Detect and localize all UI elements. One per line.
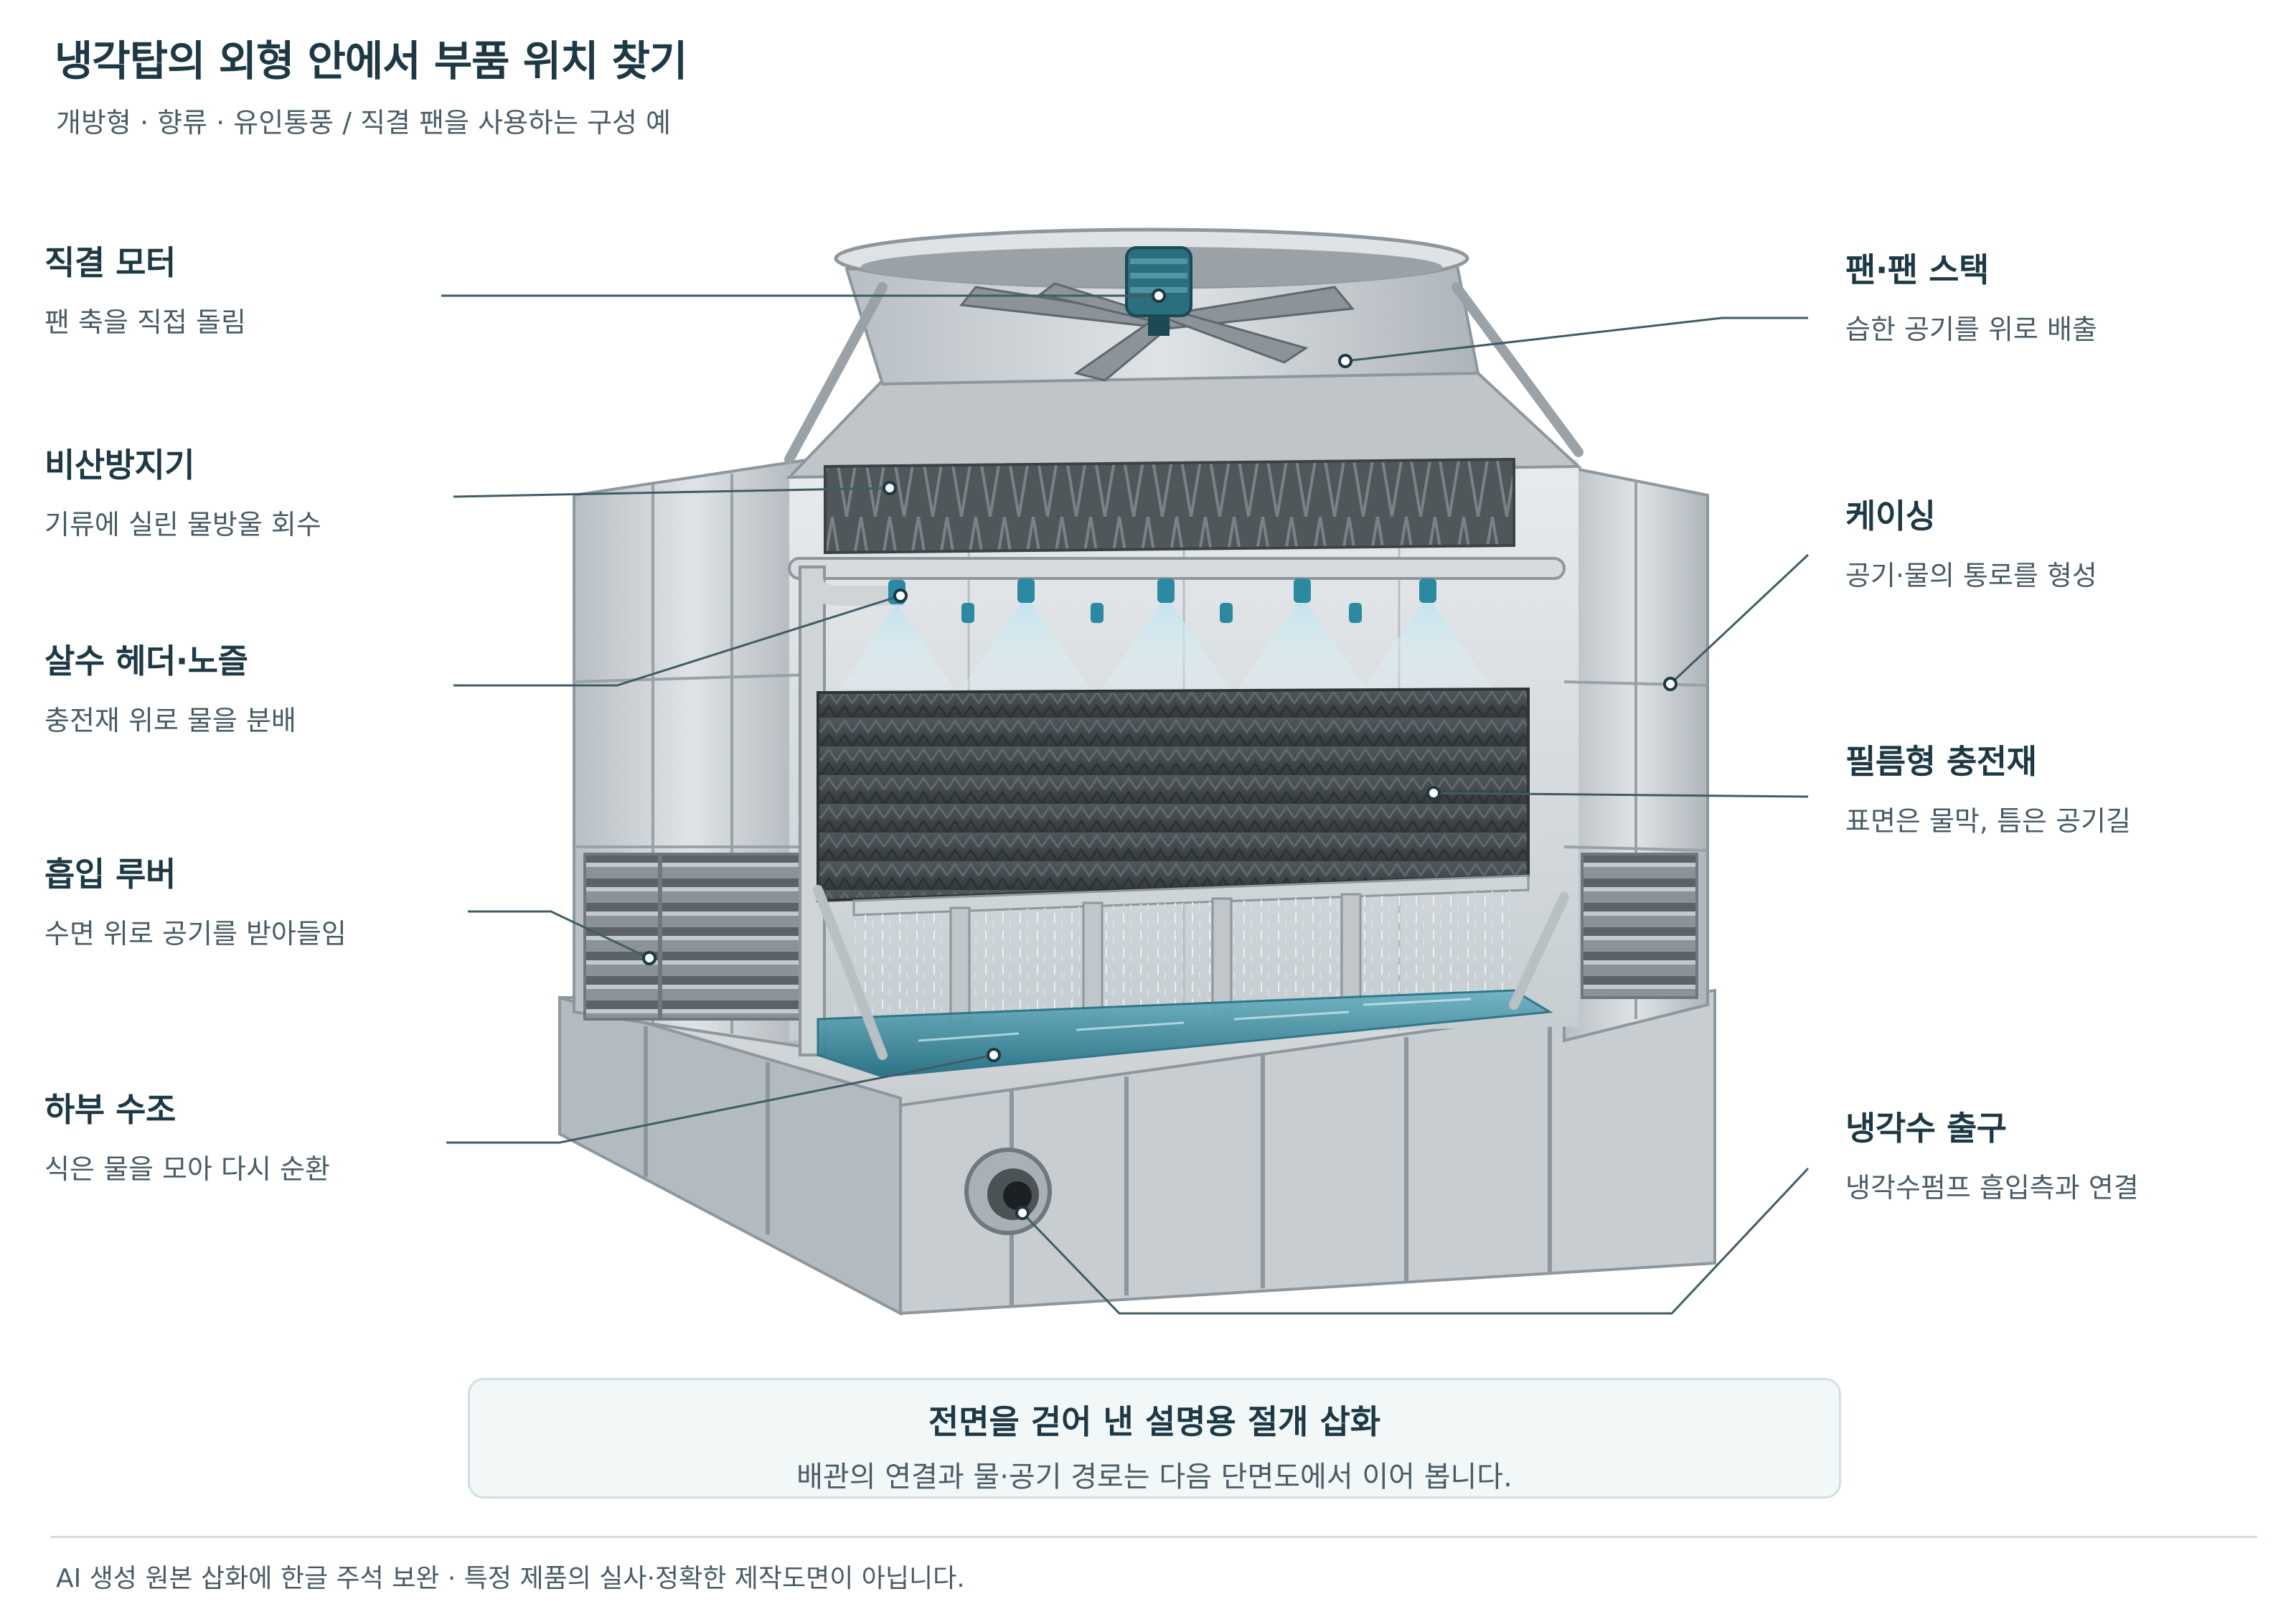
label-casing: 케이싱 공기·물의 통로를 형성	[1845, 490, 2097, 593]
footer-divider	[50, 1536, 2257, 1538]
label-louver-desc: 수면 위로 공기를 받아들임	[44, 918, 347, 950]
note-text: 배관의 연결과 물·공기 경로는 다음 단면도에서 이어 봅니다.	[796, 1461, 1512, 1494]
label-fill-desc: 표면은 물막, 틈은 공기길	[1845, 805, 2131, 837]
page-subtitle: 개방형 · 향류 · 유인통풍 / 직결 팬을 사용하는 구성 예	[56, 107, 671, 139]
label-basin: 하부 수조 식은 물을 모아 다시 순환	[44, 1084, 330, 1186]
label-eliminator: 비산방지기 기류에 실린 물방울 회수	[44, 439, 321, 542]
label-motor-desc: 팬 축을 직접 돌림	[44, 306, 246, 338]
label-outlet: 냉각수 출구 냉각수펌프 흡입측과 연결	[1845, 1102, 2139, 1205]
label-spray: 살수 헤더·노즐 충전재 위로 물을 분배	[44, 635, 296, 738]
page-title: 냉각탑의 외형 안에서 부품 위치 찾기	[55, 37, 687, 85]
label-basin-desc: 식은 물을 모아 다시 순환	[44, 1153, 330, 1185]
leader-eliminator	[453, 487, 890, 498]
leader-louver	[468, 910, 650, 960]
leader-basin	[446, 1054, 994, 1144]
leader-casing	[1669, 553, 1810, 685]
label-spray-desc: 충전재 위로 물을 분배	[44, 705, 296, 736]
label-motor-title: 직결 모터	[44, 243, 176, 282]
label-louver-title: 흡입 루버	[44, 855, 176, 894]
leader-fan	[1345, 317, 1808, 362]
label-fan-title: 팬·팬 스택	[1845, 250, 1989, 289]
label-basin-title: 하부 수조	[44, 1090, 176, 1129]
label-louver: 흡입 루버 수면 위로 공기를 받아들임	[44, 848, 347, 951]
cutaway-note-box: 전면을 걷어 낸 설명용 절개 삽화 배관의 연결과 물·공기 경로는 다음 단…	[468, 1378, 1841, 1499]
label-spray-title: 살수 헤더·노즐	[44, 642, 248, 680]
label-outlet-title: 냉각수 출구	[1845, 1109, 2007, 1148]
label-casing-title: 케이싱	[1845, 497, 1936, 535]
label-eliminator-desc: 기류에 실린 물방울 회수	[44, 509, 321, 540]
footer-disclaimer: AI 생성 원본 삽화에 한글 주석 보완 · 특정 제품의 실사·정확한 제작…	[56, 1564, 965, 1593]
label-fan-desc: 습한 공기를 위로 배출	[1845, 314, 2097, 345]
label-eliminator-title: 비산방지기	[44, 446, 195, 484]
label-fan: 팬·팬 스택 습한 공기를 위로 배출	[1845, 244, 2097, 347]
leader-outlet	[1021, 1167, 1810, 1315]
label-outlet-desc: 냉각수펌프 흡입측과 연결	[1845, 1172, 2139, 1204]
label-motor: 직결 모터 팬 축을 직접 돌림	[44, 237, 246, 339]
leader-spray	[453, 594, 901, 687]
label-casing-desc: 공기·물의 통로를 형성	[1845, 560, 2097, 591]
label-fill-title: 필름형 충전재	[1845, 742, 2037, 781]
note-title: 전면을 걷어 낸 설명용 절개 삽화	[928, 1402, 1381, 1441]
leader-fill	[1433, 792, 1809, 798]
label-fill: 필름형 충전재 표면은 물막, 틈은 공기길	[1845, 736, 2131, 838]
